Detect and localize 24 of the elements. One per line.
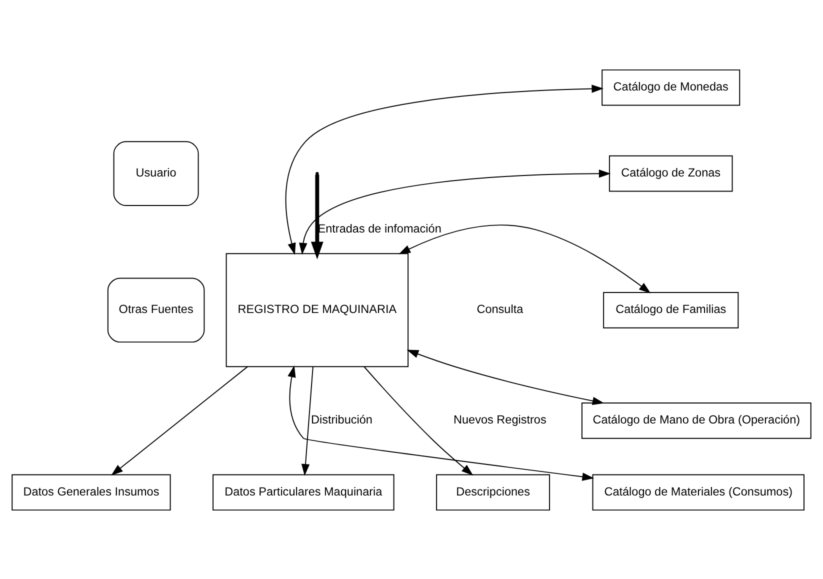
- label: Nuevos Registros: [453, 413, 546, 426]
- edge-label: Distribución: [311, 413, 372, 426]
- node-box: Otras Fuentes: [107, 277, 205, 342]
- node-box: Descripciones: [436, 474, 550, 510]
- node-box: Catálogo de Materiales (Consumos): [592, 474, 804, 510]
- node-box: Catálogo de Mano de Obra (Operación): [581, 402, 812, 438]
- arrow: [364, 366, 474, 476]
- arrow: [310, 174, 324, 259]
- arrow: [111, 366, 248, 476]
- arrow: [398, 224, 651, 293]
- arrow: [301, 366, 314, 476]
- node-box: Catálogo de Zonas: [608, 154, 733, 192]
- node-box: REGISTRO DE MAQUINARIA: [226, 252, 409, 367]
- arrow: [285, 84, 604, 254]
- arrow: [406, 349, 604, 404]
- node-box: Datos Particulares Maquinaria: [212, 474, 394, 510]
- label: Consulta: [476, 302, 524, 316]
- node-box: Datos Generales Insumos: [12, 474, 171, 510]
- node-box: Usuario: [113, 140, 199, 206]
- arrow: [299, 169, 611, 254]
- node-box: Catálogo de Monedas: [602, 68, 740, 106]
- arrow: [288, 364, 594, 480]
- node-box: Catálogo de Familias: [603, 291, 739, 328]
- edge-label: Entradas de infomación: [318, 222, 442, 236]
